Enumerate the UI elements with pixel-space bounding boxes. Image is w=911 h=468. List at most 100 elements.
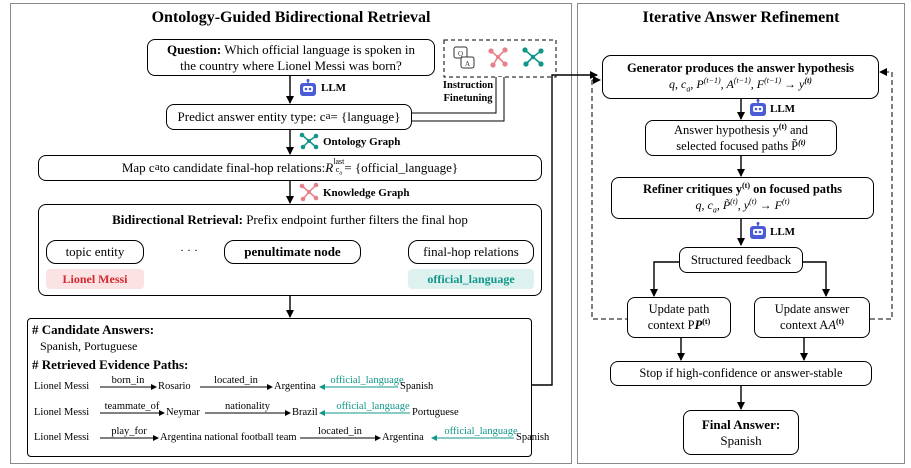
- robot-icon: [298, 79, 318, 97]
- stop-text: Stop if high-confidence or answer-stable: [639, 366, 843, 380]
- question-line2: the country where Lionel Messi was born?: [180, 57, 402, 73]
- robot-icon-2: [748, 99, 768, 117]
- right-panel: [577, 3, 905, 464]
- bidi-title: Bidirectional Retrieval:: [112, 212, 243, 227]
- svg-text:A: A: [465, 60, 470, 68]
- qa-doc-icon: Q A: [452, 45, 476, 71]
- path-entity: Argentina: [274, 381, 316, 392]
- bidi-description: Prefix endpoint further filters the fina…: [242, 212, 468, 227]
- instruction-label-2: Finetuning: [443, 93, 493, 104]
- path-relation-teal: official_language: [336, 401, 410, 412]
- final-hop-label: final-hop relations: [423, 244, 519, 260]
- update-answer-line1: Update answer: [774, 301, 850, 316]
- predict-text: Predict answer entity type: c: [177, 109, 326, 125]
- penultimate-label: penultimate node: [244, 244, 341, 260]
- path-entity: Argentina national football team: [160, 432, 297, 443]
- map-r: R: [325, 160, 334, 176]
- final-answer-value: Spanish: [720, 432, 762, 448]
- refiner-formula: q, ca, P̃(t), y(t) → F(t): [695, 197, 790, 215]
- update-path-box: Update path context PP(t): [627, 297, 731, 338]
- left-panel-title: Ontology-Guided Bidirectional Retrieval: [151, 9, 431, 26]
- candidate-header: # Candidate Answers:: [32, 322, 155, 337]
- predict-sub: a: [325, 110, 331, 123]
- arrow-left-to-right-panel: [531, 71, 598, 386]
- path-relation: nationality: [225, 401, 271, 412]
- feedback-label: Structured feedback: [690, 252, 792, 267]
- candidate-values: Spanish, Portuguese: [40, 339, 138, 353]
- penultimate-node: penultimate node: [224, 240, 361, 264]
- llm-label-right-1: LLM: [770, 103, 796, 115]
- lionel-messi-tag: Lionel Messi: [46, 269, 144, 289]
- map-sub: a: [154, 161, 160, 174]
- ontology-graph-icon-teal: [520, 45, 546, 69]
- feedback-loop-dashed-right: [870, 68, 893, 320]
- path-relation: located_in: [318, 426, 362, 437]
- path-relation-teal: official_language: [444, 426, 518, 437]
- path-entity: Lionel Messi: [34, 407, 89, 418]
- update-path-line1: Update path: [648, 301, 710, 316]
- path-relation: play_for: [111, 426, 147, 437]
- arrow-feedback-to-update-path: [650, 261, 679, 297]
- final-answer-box: Final Answer: Spanish: [683, 410, 799, 455]
- right-panel-title: Iterative Answer Refinement: [642, 9, 840, 26]
- svg-text:Q: Q: [458, 50, 463, 58]
- knowledge-graph-label: Knowledge Graph: [323, 187, 410, 199]
- llm-label-left: LLM: [321, 82, 347, 94]
- ontology-graph-icon: [298, 131, 320, 151]
- instruction-label-1: Instruction: [442, 80, 494, 91]
- question-box: Question: Which official language is spo…: [147, 39, 435, 76]
- path-answer: Spanish: [516, 432, 550, 443]
- map-sup: last: [333, 157, 345, 167]
- refiner-title: Refiner critiques y: [642, 182, 742, 197]
- knowledge-graph-icon-pink: [486, 45, 510, 69]
- path-entity: Rosario: [158, 381, 191, 392]
- path-relation: born_in: [112, 375, 145, 386]
- update-answer-line2: context A: [780, 318, 829, 333]
- robot-icon-3: [748, 222, 768, 240]
- path-entity: Brazil: [292, 407, 318, 418]
- ontology-graph-label: Ontology Graph: [323, 136, 401, 148]
- generator-box: Generator produces the answer hypothesis…: [602, 55, 879, 99]
- path-entity: Lionel Messi: [34, 381, 89, 392]
- generator-formula: q, ca, P(t−1), A(t−1), F(t−1) → y(t): [669, 75, 812, 93]
- final-hop-node: final-hop relations: [408, 240, 534, 264]
- path-entity: Neymar: [166, 407, 200, 418]
- final-answer-label: Final Answer:: [701, 416, 781, 432]
- update-answer-box: Update answer context AA(t): [754, 297, 870, 338]
- hyp-line1: Answer hypothesis y: [673, 123, 779, 137]
- path-answer: Portuguese: [412, 407, 459, 418]
- stop-box: Stop if high-confidence or answer-stable: [610, 361, 872, 386]
- path-entity: Argentina: [382, 432, 424, 443]
- hyp-line2: selected focused paths P̃: [676, 139, 799, 154]
- hypothesis-box: Answer hypothesis y(t) and selected focu…: [645, 120, 837, 156]
- llm-label-right-2: LLM: [770, 226, 796, 238]
- path-relation: located_in: [214, 375, 258, 386]
- path-entity: Lionel Messi: [34, 432, 89, 443]
- evidence-header: # Retrieved Evidence Paths:: [32, 357, 189, 372]
- question-line1: Which official language is spoken in: [224, 41, 415, 57]
- map-text: Map c: [121, 160, 155, 176]
- refiner-box: Refiner critiques y(t) on focused paths …: [611, 177, 874, 219]
- generator-title: Generator produces the answer hypothesis: [626, 60, 855, 75]
- arrow-feedback-to-update-answer: [803, 261, 830, 297]
- update-path-line2: context P: [647, 318, 695, 333]
- topic-entity-label: topic entity: [65, 244, 125, 260]
- map-value: = {official_language}: [344, 160, 459, 176]
- topic-entity-node: topic entity: [46, 240, 144, 264]
- structured-feedback-box: Structured feedback: [679, 247, 803, 273]
- map-rsub: c: [335, 165, 340, 175]
- knowledge-graph-icon: [298, 182, 320, 202]
- map-text-2: to candidate final-hop relations:: [159, 160, 326, 176]
- evidence-box: [27, 318, 532, 457]
- path-relation: teammate_of: [105, 401, 160, 412]
- path-answer: Spanish: [400, 381, 434, 392]
- official-language-tag: official_language: [408, 269, 534, 289]
- predict-value: = {language}: [330, 109, 401, 125]
- map-rsub2: a: [339, 170, 342, 177]
- question-label: Question:: [167, 41, 222, 57]
- ellipsis: · · ·: [180, 243, 198, 257]
